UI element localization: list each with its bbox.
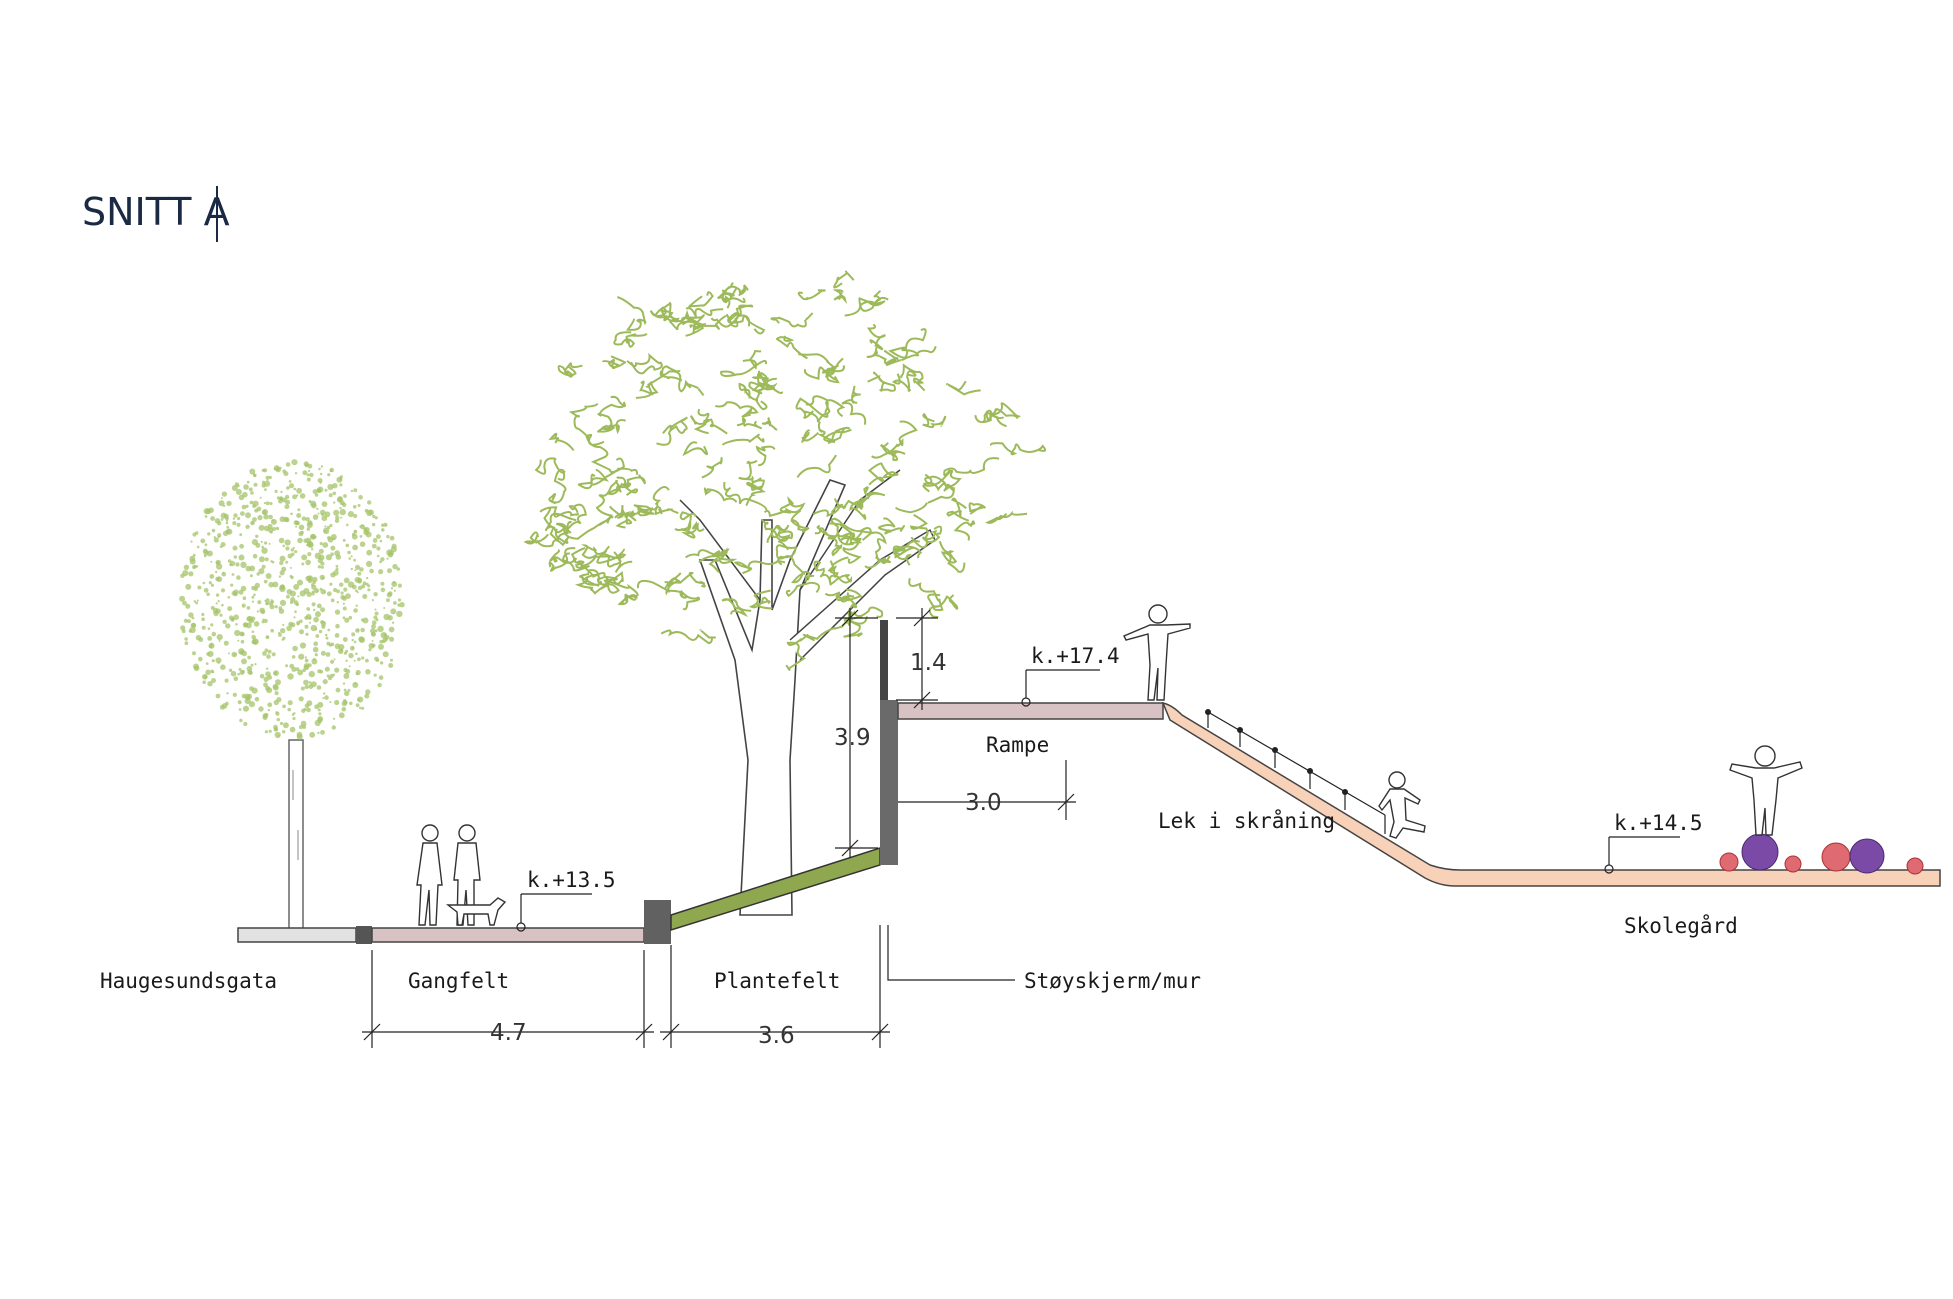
dimension-label-gangfelt: 4.7 <box>490 1020 527 1046</box>
dimension-wall-above-rampe: 1.4 <box>896 608 947 710</box>
child-on-ball <box>1729 745 1803 836</box>
ball-red-small-2 <box>1784 855 1802 873</box>
rampe-surface <box>897 702 1164 720</box>
ball-purple-2 <box>1849 838 1885 874</box>
label-plantefelt: Plantefelt <box>714 969 840 993</box>
child-on-slope <box>1378 771 1426 839</box>
play-balls <box>1719 833 1924 875</box>
label-rampe: Rampe <box>986 733 1049 757</box>
label-haugesundsgata: Haugesundsgata <box>100 969 277 993</box>
dimension-label-wall-height: 3.9 <box>834 725 871 751</box>
large-tree-foliage <box>523 270 1047 671</box>
level-marker-skolegard: k.+14.5 <box>1604 811 1703 874</box>
level-label-gangfelt: k.+13.5 <box>527 868 616 892</box>
dimension-wall-height: 3.9 <box>834 608 878 858</box>
gangfelt-surface <box>371 927 645 943</box>
slope-railing <box>1205 709 1386 834</box>
large-tree-trunk <box>698 479 847 916</box>
level-marker-rampe: k.+17.4 <box>1021 644 1120 707</box>
label-gangfelt: Gangfelt <box>408 969 509 993</box>
ball-red-small-3 <box>1906 857 1924 875</box>
ball-red-medium <box>1821 842 1851 872</box>
planting-edge-block <box>644 900 671 944</box>
dimension-label-rampe: 3.0 <box>965 790 1002 816</box>
level-label-rampe: k.+17.4 <box>1031 644 1120 668</box>
label-stoyskjerm: Støyskjerm/mur <box>1024 969 1201 993</box>
people-with-dog <box>416 824 507 926</box>
person-on-rampe <box>1123 604 1191 701</box>
noise-wall <box>880 700 898 865</box>
ball-purple-1 <box>1741 833 1779 871</box>
dimension-label-wall-above-rampe: 1.4 <box>910 650 947 676</box>
street-tree <box>179 459 405 931</box>
drawing-title: SNITT A <box>82 190 230 234</box>
ball-red-small-1 <box>1719 852 1739 872</box>
dimension-label-plantefelt: 3.6 <box>758 1023 795 1049</box>
noise-wall-leader <box>887 925 1015 981</box>
street-surface <box>237 927 357 943</box>
level-label-skolegard: k.+14.5 <box>1614 811 1703 835</box>
play-slope-and-schoolyard <box>1161 701 1941 887</box>
label-skolegard: Skolegård <box>1624 913 1738 938</box>
street-tree-foliage <box>179 459 405 740</box>
level-marker-gangfelt: k.+13.5 <box>516 868 616 932</box>
label-lek-i-skraning: Lek i skråning <box>1158 808 1335 833</box>
street-tree-trunk <box>288 739 304 931</box>
large-tree <box>523 270 1047 916</box>
curb <box>356 926 372 944</box>
dimension-rampe: 3.0 <box>898 760 1076 820</box>
dimension-plantefelt: 3.6 <box>660 925 890 1049</box>
dimension-gangfelt: 4.7 <box>362 950 654 1048</box>
